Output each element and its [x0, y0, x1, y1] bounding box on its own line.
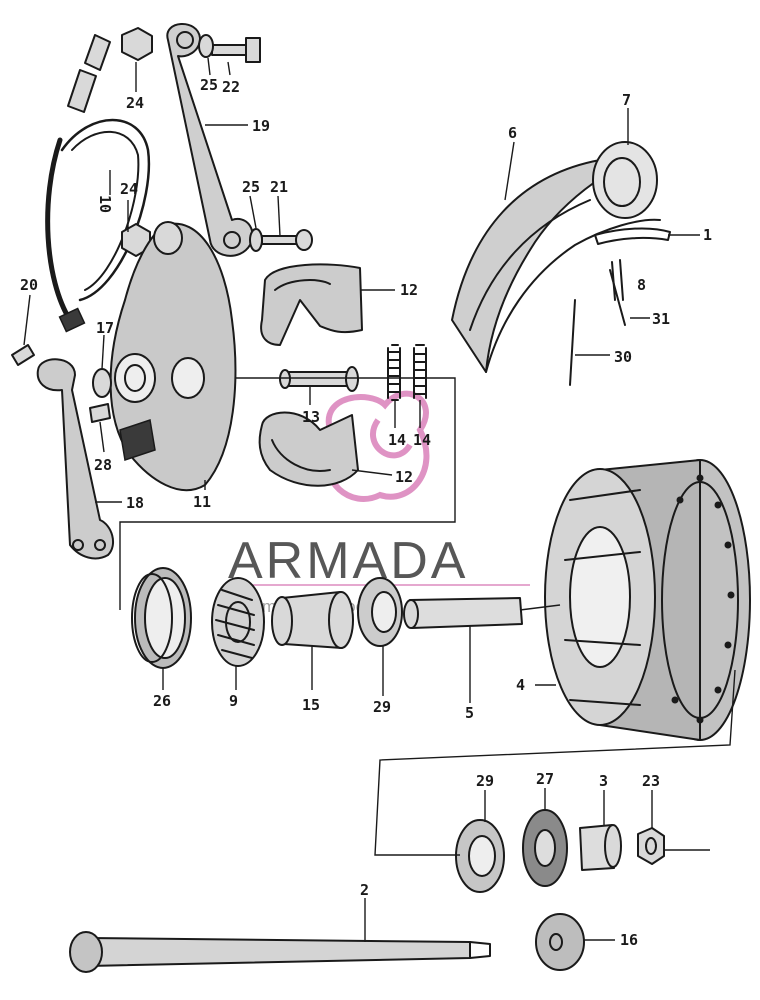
label-part-30: 30 [614, 348, 632, 366]
label-part-18: 18 [126, 494, 144, 512]
label-part-29-bottom: 29 [476, 772, 494, 790]
nut-part-24-top [121, 27, 153, 61]
leader-lines [23, 57, 700, 942]
washer-part-16 [535, 913, 585, 971]
label-part-11: 11 [193, 493, 211, 511]
speedometer-gear-part [67, 34, 111, 113]
watermark-logo [324, 390, 430, 502]
cam-shaft-part-13 [279, 366, 359, 392]
label-part-24-mid: 24 [120, 180, 138, 198]
axle-part-2 [69, 931, 491, 973]
label-part-1: 1 [703, 226, 712, 244]
label-part-10: 10 [96, 195, 114, 213]
bearing-part-29-mid [357, 577, 403, 647]
seal-part-27 [522, 809, 568, 887]
label-part-4: 4 [516, 676, 525, 694]
spring-part-14-left [387, 344, 401, 401]
label-part-9: 9 [229, 692, 238, 710]
spacer-part-5 [403, 597, 523, 629]
label-part-23: 23 [642, 772, 660, 790]
label-part-13: 13 [302, 408, 320, 426]
rim-band-part-1 [594, 227, 671, 245]
inner-tube-part-7 [592, 141, 658, 219]
bolt-part-20 [11, 344, 35, 366]
bolt-part-28 [89, 403, 111, 423]
nut-part-23 [637, 827, 665, 865]
hub-spoke-holes [671, 474, 735, 724]
bearing-part-29-bottom [455, 819, 505, 893]
cable-part-10 [45, 118, 151, 333]
bolt-part-22 [211, 37, 261, 63]
gear-part-9 [211, 577, 265, 667]
label-part-17: 17 [96, 319, 114, 337]
spoke-part-31 [609, 269, 626, 326]
label-part-3: 3 [599, 772, 608, 790]
brake-shoe-part-12-upper [260, 263, 363, 346]
label-part-14-right: 14 [413, 431, 431, 449]
label-part-29-mid: 29 [373, 698, 391, 716]
label-part-19: 19 [252, 117, 270, 135]
label-part-24-top: 24 [126, 94, 144, 112]
label-part-6: 6 [508, 124, 517, 142]
label-part-12-upper: 12 [400, 281, 418, 299]
label-part-5: 5 [465, 704, 474, 722]
label-part-20: 20 [20, 276, 38, 294]
brake-lever-part-18 [36, 358, 115, 560]
label-part-22: 22 [222, 78, 240, 96]
label-part-31: 31 [652, 310, 670, 328]
label-part-26: 26 [153, 692, 171, 710]
brake-shoe-part-12-lower [258, 411, 359, 487]
label-part-16: 16 [620, 931, 638, 949]
label-part-21: 21 [270, 178, 288, 196]
spring-part-14-right [413, 344, 427, 399]
dust-seal-part-26 [131, 567, 192, 669]
label-part-25-top: 25 [200, 76, 218, 94]
label-part-2: 2 [360, 881, 369, 899]
label-part-8: 8 [637, 276, 646, 294]
label-part-27: 27 [536, 770, 554, 788]
hub-part-4 [544, 459, 751, 741]
collar-part-3 [579, 824, 622, 871]
bolt-part-21 [261, 229, 313, 251]
label-part-7: 7 [622, 91, 631, 109]
watermark-brand: ARMADA [228, 532, 468, 590]
washer-part-25-top [198, 34, 214, 58]
label-part-12-lower: 12 [395, 468, 413, 486]
part-labels: 1 2 3 4 5 6 7 8 9 10 11 12 12 13 14 14 1… [20, 76, 712, 949]
washer-part-17 [92, 368, 112, 398]
label-part-14-left: 14 [388, 431, 406, 449]
spoke-part-30 [569, 299, 576, 386]
washer-part-25-mid [249, 228, 263, 252]
label-part-15: 15 [302, 696, 320, 714]
label-part-25-mid: 25 [242, 178, 260, 196]
brake-arm-part-19 [166, 23, 254, 257]
brake-panel-part-11 [109, 221, 237, 492]
label-part-28: 28 [94, 456, 112, 474]
assembly-bracket-lines [119, 377, 736, 856]
sleeve-part-15 [271, 591, 354, 649]
